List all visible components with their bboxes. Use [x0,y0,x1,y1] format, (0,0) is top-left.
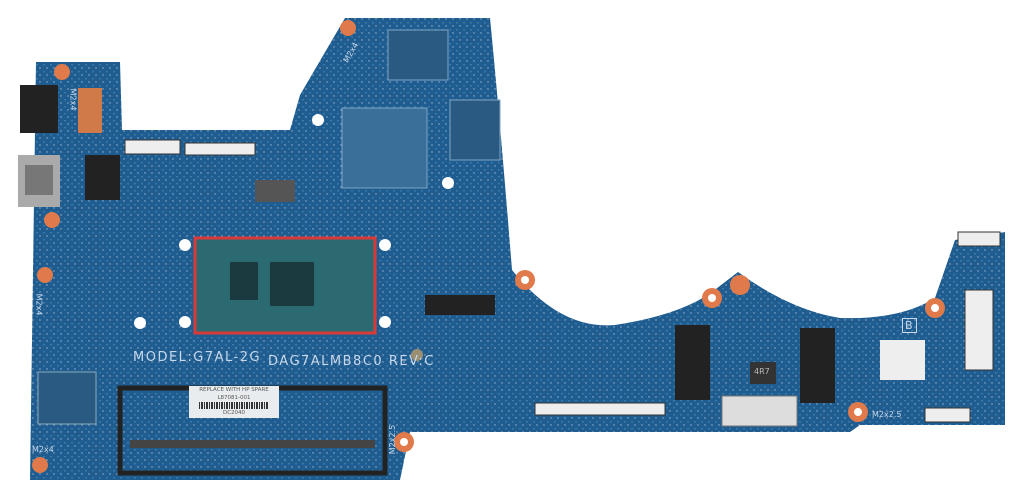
screw-label: M2x4 [32,445,54,454]
vram-chip [449,99,501,161]
board-id-label: DAG7ALMB8C0 REV:C [268,354,435,369]
flex-connector [957,231,1001,247]
copper-pad [78,88,102,133]
part-number: L87081-001 [217,395,251,401]
inductor-mark: 4R7 [754,367,770,376]
flex-connector [924,407,971,423]
screw-label: M2x2.5 [388,424,398,455]
ethernet-port [20,85,58,133]
ec-chip [37,371,97,425]
m2-slot [675,325,710,400]
screw-hole [37,267,53,283]
pch-die [230,262,258,300]
flex-connector [534,402,666,416]
standoff [411,349,423,361]
flex-connector [124,139,181,155]
usb-port-inner [25,165,53,195]
inductor [750,362,776,384]
screw-label: M2x4 [34,293,44,316]
barcode [199,402,269,409]
screw-label: M2x2.5 [872,410,902,419]
audio-chip [85,155,120,200]
copper-pads [255,180,295,202]
screw-hole [32,457,48,473]
screw-label: M2x4 [68,88,78,111]
m2-slot [800,328,835,403]
screw-hole [730,275,750,295]
screw-hole [54,64,70,80]
flex-connector [964,289,994,371]
spare-part-sticker: REPLACE WITH HP SPARE L87081-001 DC2040 [189,386,279,418]
ram-slot-contacts [130,440,375,448]
revision-mark: B [902,318,918,333]
vram-chip [387,29,449,81]
flex-connector [184,142,256,156]
screw-hole [340,20,356,36]
screw-hole [44,212,60,228]
qr-label [880,340,925,380]
cpu-die [270,262,314,306]
date-code: DC2040 [222,410,246,416]
sticker-line: REPLACE WITH HP SPARE [199,387,269,393]
mosfets [425,295,495,315]
gpu-chip [341,107,428,189]
battery-connector [721,395,798,427]
model-label: MODEL:G7AL-2G [133,350,262,365]
